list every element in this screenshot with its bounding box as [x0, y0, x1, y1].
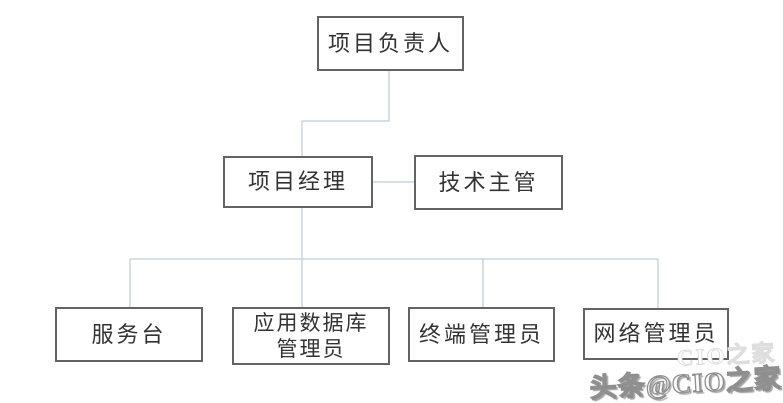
node-terminal-admin-label: 终端管理员 — [418, 321, 544, 347]
node-terminal-admin: 终端管理员 — [408, 307, 555, 362]
node-network-admin: 网络管理员 — [583, 308, 729, 360]
node-app-db-admin-label-line1: 应用数据库 — [253, 311, 369, 335]
node-project-leader-label: 项目负责人 — [327, 30, 453, 56]
node-network-admin-label: 网络管理员 — [593, 321, 719, 346]
node-app-db-admin-label-line2: 管理员 — [276, 337, 346, 361]
connector-leader-to-manager — [301, 71, 390, 156]
node-project-manager-label: 项目经理 — [247, 169, 348, 194]
node-project-leader: 项目负责人 — [317, 16, 464, 71]
node-service-desk: 服务台 — [55, 307, 203, 362]
node-project-manager: 项目经理 — [223, 156, 373, 208]
node-tech-supervisor-label: 技术主管 — [438, 169, 539, 195]
node-tech-supervisor: 技术主管 — [414, 155, 563, 210]
node-app-db-admin: 应用数据库 管理员 — [232, 307, 390, 365]
node-service-desk-label: 服务台 — [91, 321, 167, 347]
